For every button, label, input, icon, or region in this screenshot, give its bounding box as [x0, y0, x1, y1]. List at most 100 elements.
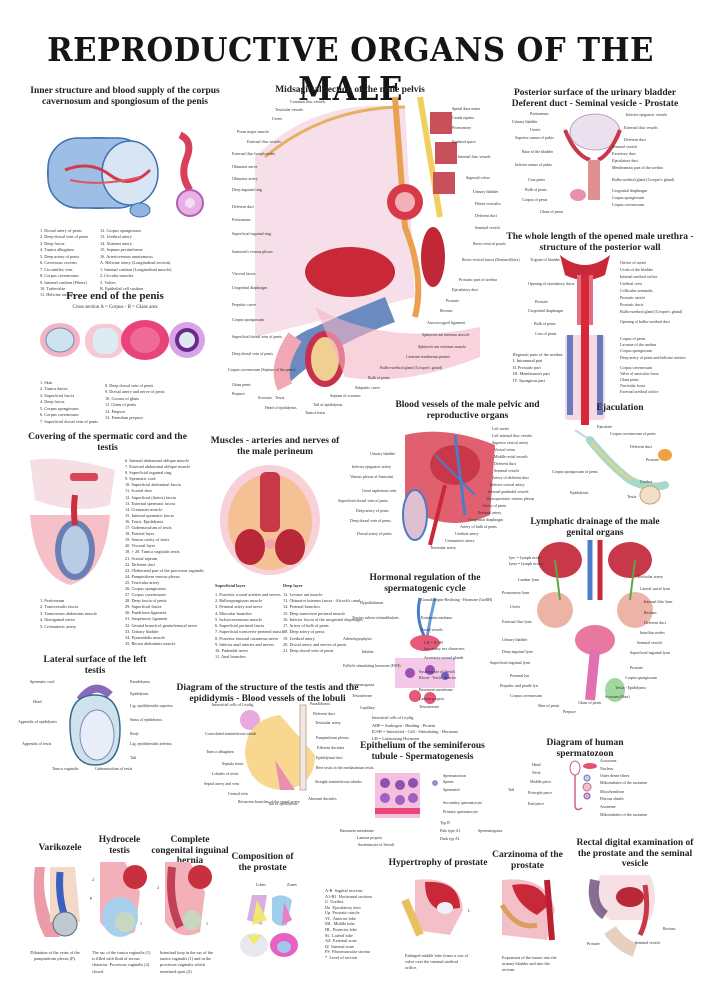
label: Follicle stimulating hormone (FSH) — [343, 663, 401, 668]
label: Bulb of penis — [525, 187, 547, 192]
label: Dorsal artery of penis — [357, 531, 392, 536]
label: Urogenital diaphragm — [528, 308, 564, 313]
label: Ureter — [272, 116, 283, 121]
label: Prostate — [535, 299, 548, 304]
panel-title: Covering of the spermatic cord and the t… — [28, 432, 187, 453]
label: Seminal vesicle — [637, 640, 663, 645]
inguinal-hernia-illustration — [165, 862, 212, 936]
panel-title: Midsagittal section of the male pelvis — [275, 85, 425, 95]
label: Navicular fossa — [620, 383, 645, 388]
label: Perineal lyn — [510, 673, 530, 678]
label: Mikrotubules of the axoneme — [600, 812, 648, 817]
label: Rectum — [440, 308, 453, 313]
ejaculation-illustration — [574, 429, 672, 505]
label: Peritoneum — [232, 217, 251, 222]
label: Membranous part of the urethra — [612, 165, 663, 170]
marker: 2 — [157, 885, 159, 890]
label: Corpus spongiosum — [232, 317, 264, 322]
hormonal-cycle-illustration — [395, 597, 455, 704]
spermatozoon-illustration — [569, 760, 597, 811]
label: Left ureter — [492, 426, 509, 431]
label: Bulb of penis — [368, 375, 390, 380]
label: Interstitial cells of Leydig — [212, 702, 254, 707]
label: Primary spermatocyte — [443, 809, 479, 814]
testis-structure-illustration — [240, 704, 315, 791]
label: Superficial inguinal lynn — [630, 650, 670, 655]
label: Spermatogonia — [350, 682, 375, 687]
label: Colliculus seminalis — [620, 288, 653, 293]
label: Pale type A1 — [440, 828, 461, 833]
label: Accessory sexual glands — [424, 655, 464, 660]
label: Acrosome — [600, 758, 617, 763]
label: Vesical veins — [494, 447, 515, 452]
spermatogonia-bracket-label: Spermatogonia — [478, 828, 503, 833]
superficial-layer-heading: Superficial layer — [215, 583, 246, 588]
label: Subpubic curve — [355, 385, 380, 390]
spermatic-cord-coverings-illustration — [30, 458, 115, 585]
label: Internal pudendal vessels — [488, 489, 529, 494]
prostate-hypertrophy-illustration — [401, 879, 463, 937]
label: Great saphenous vein — [362, 488, 397, 493]
label: Secondary sex characters — [424, 646, 465, 651]
label: Bulbo-urethral gland (Cowper's gland) — [612, 177, 674, 182]
label: Hypothalamus — [360, 600, 384, 605]
label: Bulbo-urethral gland (Cowper's gland) — [380, 365, 442, 370]
label: Urinary bladder — [512, 119, 538, 124]
label: Testis — [275, 395, 285, 400]
label: Prepuce — [232, 391, 245, 396]
label: Inferior epigastric artery — [352, 464, 392, 469]
label: Sperm — [443, 779, 454, 784]
seminiferous-epithelium-illustration — [375, 773, 438, 818]
label: Prostatic part of urethra — [459, 277, 497, 282]
label: Testosterone — [419, 704, 440, 709]
panel-title: Hypertrophy of prostate — [388, 858, 488, 868]
label: Convoluted seminiferous tubule — [205, 731, 257, 736]
label: Recto-vesical pouch — [473, 241, 506, 246]
label: Opening of bulbo-urethral duct — [620, 319, 670, 324]
label: Opening of ejaculatory ducts — [528, 281, 575, 286]
label: Artery of deferent duct — [492, 475, 529, 480]
panel-title: Hydrocele testis — [98, 835, 141, 856]
label: Sphincter ani internus muscle — [422, 332, 470, 337]
label: Corpus spongiosum — [612, 195, 644, 200]
label: Scrotum (Skin) — [605, 694, 630, 699]
label: Testicular artery — [637, 574, 664, 579]
label: Internal urethral orifice — [620, 274, 658, 279]
panel-title: Muscles - arteries and nerves of the mal… — [210, 436, 340, 457]
label: Seminal vesicle — [612, 144, 638, 149]
label: Testicular artery — [315, 720, 342, 725]
label: Lobules of testis — [212, 771, 239, 776]
label: Urogenital diaphragm — [468, 517, 504, 522]
column-label: Lobes — [256, 882, 266, 887]
label: Deep dorsal vein of penis — [232, 351, 273, 356]
label: Typ B — [440, 820, 450, 825]
label: Epididymis — [130, 691, 149, 696]
label: Prostatic ducts — [620, 302, 644, 307]
label: Bulb of penis — [534, 321, 556, 326]
label: Straight seminiferous tubules — [315, 779, 362, 784]
label: Paradidymis — [310, 701, 330, 706]
bladder-prostate-illustration — [563, 113, 622, 201]
label: Prostate — [646, 457, 659, 462]
label: Epidural space — [452, 139, 476, 144]
label: Dark typ A1 — [440, 836, 460, 841]
label: Middle piece — [530, 779, 551, 784]
label: Rectum — [644, 610, 657, 615]
panel-title: Epithelium of the seminiferous tubule - … — [360, 741, 485, 762]
label: Lateral sacral lynn — [640, 586, 670, 591]
marker: 2 — [92, 877, 94, 882]
label: Lamina propria — [419, 696, 444, 701]
label: Cauda equina — [452, 115, 474, 120]
caption: Enlarged middle lobe forms a sort of val… — [405, 953, 469, 971]
label: Seminal vesicle — [475, 225, 501, 230]
caption: The sac of the tunica vaginalis (1) is f… — [92, 950, 151, 974]
label: Crus penis — [528, 177, 545, 182]
label: Base of the bladder — [522, 149, 553, 154]
label: Superficial dorsal vein of penis — [232, 334, 282, 339]
label: Uvula of the bladder — [620, 267, 653, 272]
label: Ureter — [530, 127, 541, 132]
rectal-exam-illustration — [588, 875, 655, 957]
varikozele-illustration — [33, 867, 80, 937]
